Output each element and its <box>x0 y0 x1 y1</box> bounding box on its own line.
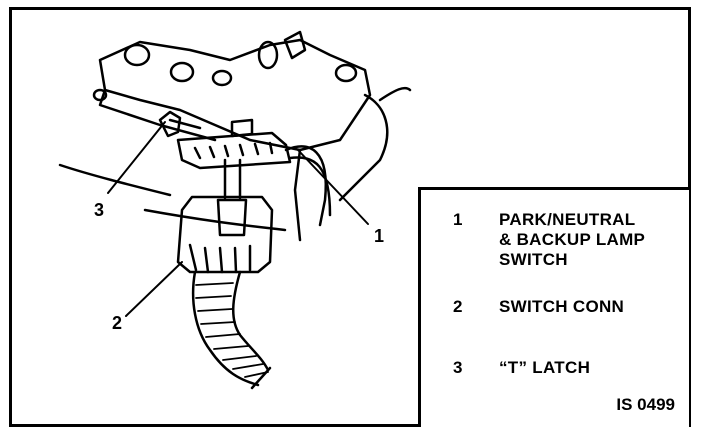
switch-terminals <box>193 141 274 160</box>
legend-number: 1 <box>453 210 463 229</box>
switch-wire-2 <box>288 156 332 217</box>
housing-stud-3 <box>334 63 358 83</box>
figure-frame <box>9 7 691 427</box>
housing-stud-2 <box>283 30 307 60</box>
leader-line-2 <box>125 261 183 317</box>
housing-boss-1 <box>123 43 151 67</box>
connector-latch <box>216 198 248 237</box>
switch-connector <box>176 195 274 274</box>
figure-id: IS 0499 <box>616 395 675 414</box>
housing-line-bottom <box>143 208 287 232</box>
leader-line-3 <box>107 121 166 194</box>
legend-number: 2 <box>453 297 463 316</box>
wire-harness <box>191 270 270 387</box>
connector-ribs <box>188 243 252 274</box>
switch-wire-1 <box>284 145 328 227</box>
legend-number: 3 <box>453 358 463 377</box>
housing-stud-1 <box>257 40 279 70</box>
housing-boss-2 <box>169 61 195 83</box>
legend-box: 1 PARK/NEUTRAL & BACKUP LAMP SWITCH 2 SW… <box>418 187 689 427</box>
switch-tab <box>230 118 254 138</box>
housing-contour-right <box>338 93 389 202</box>
housing-boss-3 <box>211 69 233 87</box>
housing-line-left <box>58 163 172 197</box>
connector-stem <box>223 158 242 200</box>
t-latch <box>158 110 182 138</box>
housing-contour-lower <box>293 148 302 242</box>
legend-label: SWITCH CONN <box>499 297 625 316</box>
switch-body <box>176 131 292 170</box>
t-latch-arm <box>168 118 202 130</box>
housing-hole <box>92 88 108 102</box>
callout-3: 3 <box>94 200 105 220</box>
harness-end <box>250 366 272 390</box>
transmission-housing <box>98 38 372 152</box>
housing-contour-rear <box>378 86 412 102</box>
harness-corrugation <box>195 282 269 378</box>
leader-line-1 <box>297 149 369 225</box>
callout-2: 2 <box>112 313 123 333</box>
legend-label: PARK/NEUTRAL & BACKUP LAMP SWITCH <box>499 210 646 269</box>
legend-label: “T” LATCH <box>499 358 591 377</box>
callout-1: 1 <box>374 226 385 246</box>
housing-edge <box>98 88 217 142</box>
